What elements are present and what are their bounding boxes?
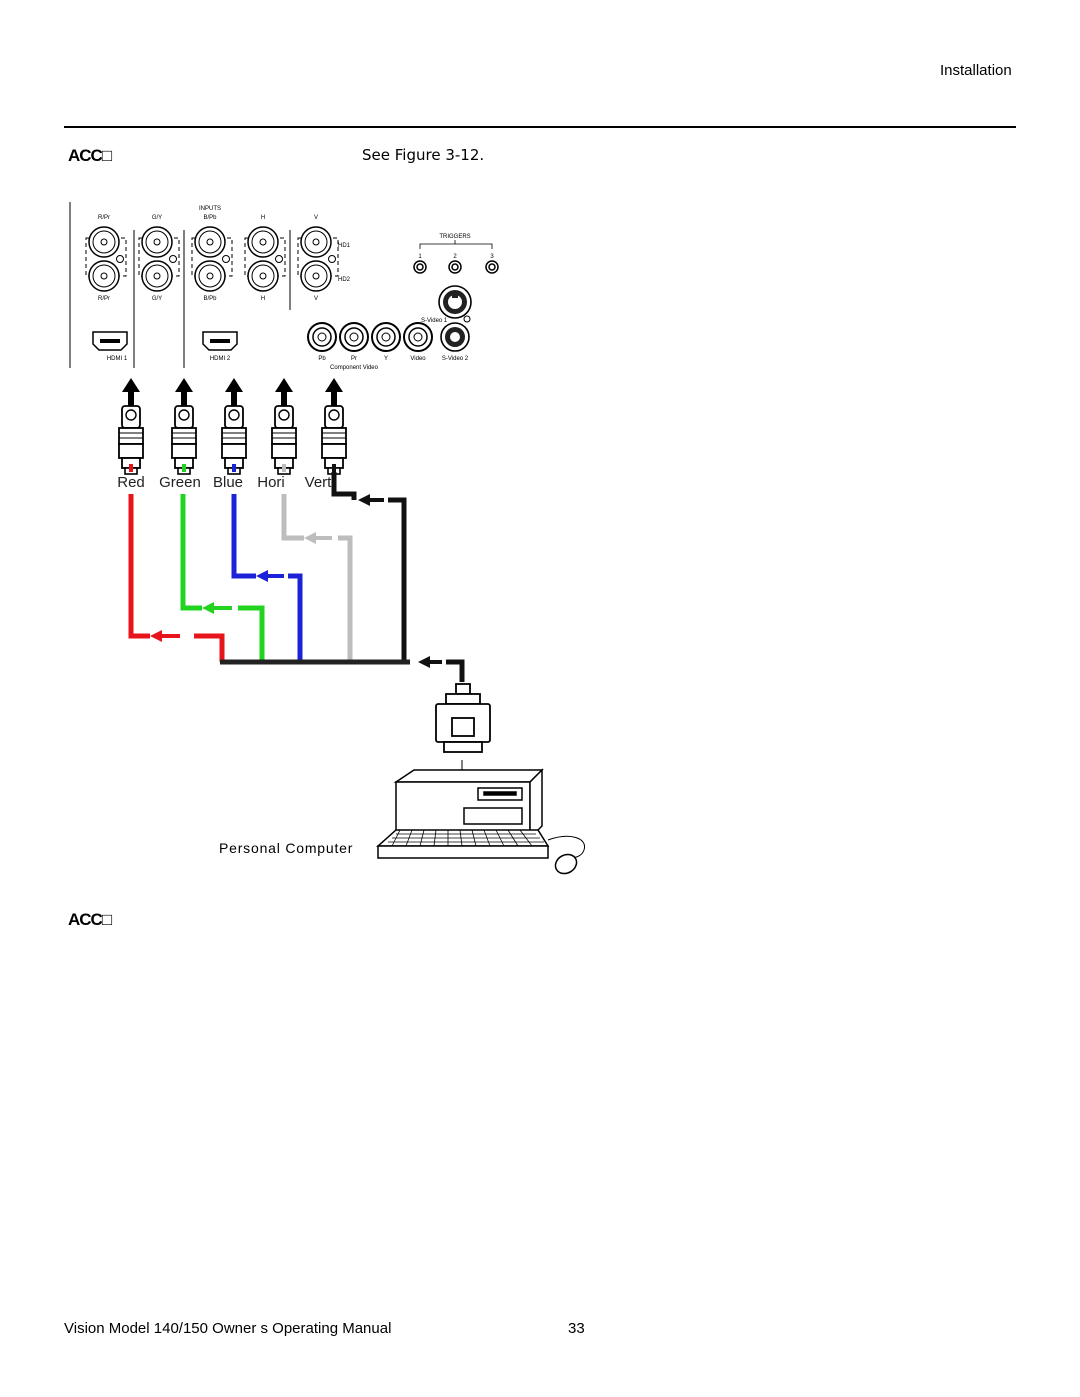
hd1-label: HD1 — [338, 243, 351, 249]
bnc-label-v-bottom: V — [314, 296, 318, 302]
rca-video — [403, 322, 433, 352]
arrow-up-icon — [122, 378, 140, 406]
bnc-b-hd1 — [194, 226, 226, 258]
bnc-g-hd2 — [141, 260, 173, 292]
bnc-label-b-bottom: B/Pb — [203, 296, 217, 302]
computer-label: Personal Computer — [219, 840, 353, 856]
cable-hori — [281, 494, 304, 541]
bnc-plug-vert — [321, 405, 347, 475]
cable-blue — [231, 494, 256, 579]
hdmi1-label: HDMI 1 — [107, 356, 128, 362]
bnc-r-hd2 — [88, 260, 120, 292]
cable-routes — [128, 472, 465, 682]
arrow-up-icon — [275, 378, 293, 406]
rca-pb — [307, 322, 337, 352]
bnc-h-hd2 — [247, 260, 279, 292]
triggers-label: TRIGGERS — [439, 234, 470, 240]
arrow-left-icon — [256, 570, 284, 582]
hdmi2-port — [202, 331, 238, 351]
connection-diagram: INPUTS R/Pr G/Y B/Pb H V R/Pr G/Y B/Pb H… — [69, 202, 586, 875]
bnc-h-hd1 — [247, 226, 279, 258]
trigger-number-2: 2 — [453, 254, 457, 260]
footer-title: Vision Model 140/150 Owner s Operating M… — [64, 1320, 392, 1337]
cable-vert — [331, 472, 357, 500]
bnc-v-hd2 — [300, 260, 332, 292]
bnc-plug-blue — [221, 405, 247, 475]
rca-label-video: Video — [410, 356, 426, 362]
cable-arrows — [150, 494, 442, 668]
bnc-label-g-bottom: G/Y — [152, 296, 162, 302]
rca-pr — [339, 322, 369, 352]
triggers-group: TRIGGERS 1 2 3 — [413, 234, 499, 274]
arrow-left-icon — [304, 532, 332, 544]
bnc-plug-green — [171, 405, 197, 475]
bnc-label-h-bottom: H — [261, 296, 265, 302]
rca-label-svideo2: S-Video 2 — [442, 356, 469, 362]
page-number: 33 — [568, 1320, 585, 1337]
rca-labels: Pb Pr Y Video S-Video 2 — [318, 356, 468, 362]
hdmi1-port — [92, 331, 128, 351]
arrow-up-icon — [175, 378, 193, 406]
bnc-top-labels: R/Pr G/Y B/Pb H V — [98, 215, 318, 221]
arrow-up-icon — [225, 378, 243, 406]
rca-label-pb: Pb — [318, 356, 326, 362]
computer-icon — [376, 768, 586, 875]
arrow-up-icon — [325, 378, 343, 406]
bnc-r-hd1 — [88, 226, 120, 258]
rca-y — [371, 322, 401, 352]
bnc-bottom-labels: R/Pr G/Y B/Pb H V — [98, 296, 318, 302]
hdmi2-label: HDMI 2 — [210, 356, 231, 362]
arrow-left-icon — [418, 656, 442, 668]
rca-label-y: Y — [384, 356, 388, 362]
bnc-label-r-top: R/Pr — [98, 215, 110, 221]
bnc-plug-hori — [271, 405, 297, 475]
bnc-label-r-bottom: R/Pr — [98, 296, 110, 302]
figure-caption: ACC□ — [68, 910, 112, 929]
bnc-plug-red — [118, 405, 144, 475]
hd2-label: HD2 — [338, 277, 351, 283]
svideo1-connector — [438, 285, 472, 319]
arrow-left-icon — [150, 630, 180, 642]
arrow-left-icon — [358, 494, 384, 506]
cable-label-green: Green — [159, 474, 201, 491]
cable-label-red: Red — [117, 474, 145, 491]
header-rule — [64, 126, 1016, 128]
section-heading: ACC□ — [68, 146, 112, 165]
bnc-label-b-top: B/Pb — [203, 215, 217, 221]
cable-label-vert: Vert — [305, 474, 333, 491]
bnc-label-v-top: V — [314, 215, 318, 221]
panel-leader-lines — [133, 230, 291, 368]
bnc-label-h-top: H — [261, 215, 265, 221]
vga-connector — [435, 683, 491, 753]
bnc-b-hd2 — [194, 260, 226, 292]
header-section-title: Installation — [940, 62, 1012, 79]
bnc-plugs — [118, 405, 347, 475]
cable-labels: Red Green Blue Hori Vert — [117, 474, 332, 491]
cable-label-blue: Blue — [213, 474, 243, 491]
rca-connectors — [307, 322, 433, 352]
bnc-v-hd1 — [300, 226, 332, 258]
cable-green — [180, 494, 202, 611]
component-video-label: Component Video — [330, 365, 379, 371]
inputs-label: INPUTS — [199, 206, 221, 212]
figure-reference: See Figure 3-12. — [362, 146, 485, 164]
input-arrows — [122, 378, 343, 406]
svideo2-connector — [440, 322, 470, 352]
trigger-number-3: 3 — [490, 254, 494, 260]
cable-red — [128, 494, 150, 639]
arrow-left-icon — [202, 602, 232, 614]
bnc-connector-grid — [85, 226, 339, 292]
trigger-number-1: 1 — [418, 254, 422, 260]
svideo1-label: S-Video 1 — [421, 318, 448, 324]
bnc-label-g-top: G/Y — [152, 215, 162, 221]
rca-label-pr: Pr — [351, 356, 357, 362]
cable-label-hori: Hori — [257, 474, 285, 491]
bnc-g-hd1 — [141, 226, 173, 258]
